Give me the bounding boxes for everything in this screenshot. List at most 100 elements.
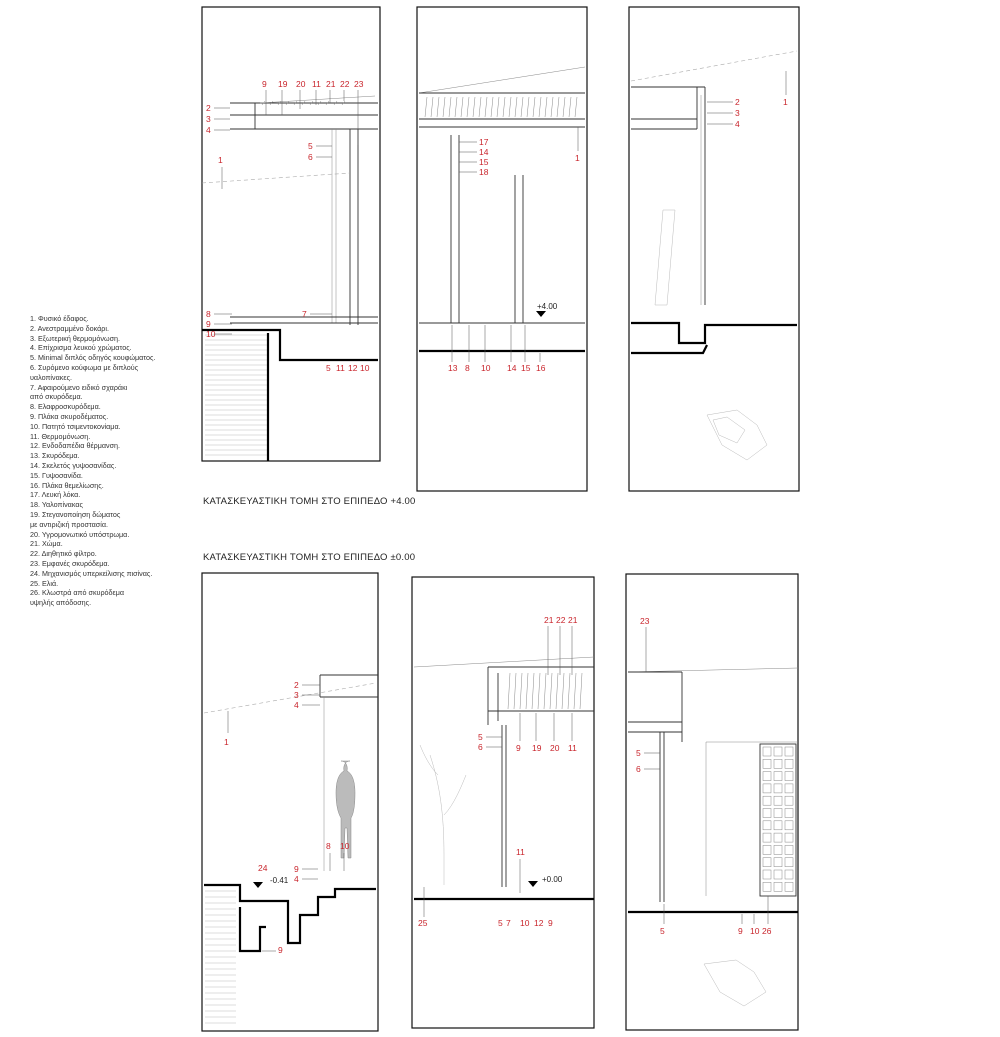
callout-4: 4 (294, 700, 299, 710)
callout-18: 18 (479, 167, 489, 177)
legend-item: 7. Αφαιρούμενο ειδικό σχαράκι από σκυρόδ… (30, 382, 128, 402)
legend-item: 6. Συρόμενο κούφωμα με διπλούς υαλοπίνακ… (30, 362, 139, 382)
lattice-cell (762, 746, 772, 757)
callout-6: 6 (636, 764, 641, 774)
lattice-cell (784, 820, 794, 831)
section-panel-upper-3: 2 3 4 1 (628, 6, 800, 492)
lattice-cell (773, 832, 783, 843)
callout-5: 5 (308, 141, 313, 151)
callout-19: 19 (532, 743, 542, 753)
section-panel-lower-3: 23 5 6 5 9 10 26 (625, 573, 799, 1031)
callout-14: 14 (479, 147, 489, 157)
lattice-cell (784, 746, 794, 757)
level-upper: +4.00 (537, 302, 558, 311)
roof-line (627, 667, 799, 673)
callouts-bottom: 13 8 10 14 15 16 (448, 325, 546, 373)
callout-10b: 10 (360, 363, 370, 373)
foundation-outline (202, 328, 378, 362)
callout-3: 3 (206, 114, 211, 124)
callouts-mid: 5 6 7 (302, 141, 332, 319)
callouts-left: 2 3 4 1 8 9 10 (206, 103, 232, 339)
callout-21: 21 (326, 79, 336, 89)
glazing (659, 732, 665, 902)
callout-12: 12 (348, 363, 358, 373)
wall (349, 129, 359, 325)
callouts-side: 2 3 4 1 24 9 4 8 10 9 (224, 680, 350, 955)
lattice-cell (762, 771, 772, 781)
pool-hatch (205, 890, 236, 1024)
callout-13: 13 (448, 363, 458, 373)
callout-22: 22 (340, 79, 350, 89)
overflow-pit (238, 907, 266, 953)
ground-profile (630, 50, 798, 82)
callout-9: 9 (262, 79, 267, 89)
callout-12: 12 (534, 918, 544, 928)
callout-21b: 21 (568, 615, 578, 625)
lattice-cell (773, 869, 783, 880)
callout-10: 10 (750, 926, 760, 936)
glazing (501, 725, 507, 887)
lattice-cell (762, 759, 772, 769)
callout-11: 11 (312, 79, 321, 89)
callout-1: 1 (575, 153, 580, 163)
level-marker (536, 311, 546, 317)
panel-frame (416, 6, 588, 492)
caption-lower-section: ΚΑΤΑΣΚΕΥΑΣΤΙΚΗ ΤΟΜΗ ΣΤΟ ΕΠΙΠΕΔΟ ±0.00 (203, 552, 416, 563)
roof-soil-line (259, 95, 376, 104)
lattice-cell (784, 795, 794, 806)
callout-7: 7 (506, 918, 511, 928)
legend-item: 24. Μηχανισμός υπερκείλισης πισίνας. (30, 568, 153, 578)
callout-8: 8 (326, 841, 331, 851)
panel-frame (628, 6, 800, 492)
callout-11: 11 (568, 743, 577, 753)
lattice-cell (784, 857, 794, 867)
lattice-cell (784, 882, 794, 892)
legend-item: 9. Πλάκα σκυροδέματος. (30, 411, 109, 421)
panel-frame (411, 576, 595, 1029)
lattice-cell (773, 845, 783, 855)
legend-item: 13. Σκυρόδεμα. (30, 451, 80, 461)
roof-slab (487, 666, 594, 725)
legend-item: 23. Εμφανές σκυρόδεμα. (30, 558, 110, 568)
lattice-cell (784, 808, 794, 818)
interior-wall (705, 741, 798, 896)
callout-6: 6 (478, 742, 483, 752)
callout-9b: 9 (548, 918, 553, 928)
callout-9: 9 (738, 926, 743, 936)
callouts-side: 17 14 15 18 1 (459, 127, 580, 177)
callout-16: 16 (536, 363, 546, 373)
callouts: 23 5 6 5 9 10 26 (636, 616, 772, 936)
callout-17: 17 (479, 137, 489, 147)
soil-hatch (424, 96, 578, 118)
callout-1: 1 (224, 737, 229, 747)
callout-20: 20 (296, 79, 306, 89)
section-panel-upper-2: +4.00 17 14 15 18 1 13 8 10 14 15 16 (416, 6, 588, 492)
human-figure (335, 760, 356, 859)
legend-item: 22. Διηθητικό φίλτρο. (30, 549, 97, 559)
lattice-cell (784, 783, 794, 794)
callout-2: 2 (206, 103, 211, 113)
legend-item: 1. Φυσικό έδαφος. (30, 314, 89, 323)
callout-24: 24 (258, 863, 268, 873)
roof-soil-line (413, 656, 595, 668)
callout-7: 7 (302, 309, 307, 319)
callout-15: 15 (479, 157, 489, 167)
wall-inner (514, 175, 524, 323)
legend-item: 21. Χώμα. (30, 539, 63, 549)
lattice-cell (762, 820, 772, 831)
callout-23: 23 (640, 616, 650, 626)
legend-item: 14. Σκελετός γυψοσανίδας. (30, 460, 117, 470)
callouts-side: 2 3 4 1 (707, 71, 788, 129)
lattice-cell (773, 882, 783, 892)
lattice-cell (773, 783, 783, 794)
site-contour (703, 959, 767, 1007)
legend-item: 20. Υγρομονωτικό υπόστρωμα. (30, 529, 130, 539)
roof-soil-line (418, 66, 586, 94)
callout-5b: 5 (660, 926, 665, 936)
caption-upper-section: ΚΑΤΑΣΚΕΥΑΣΤΙΚΗ ΤΟΜΗ ΣΤΟ ΕΠΙΠΕΔΟ +4.00 (203, 496, 416, 507)
callout-10: 10 (520, 918, 530, 928)
callout-19: 19 (278, 79, 288, 89)
lattice-cell (773, 808, 783, 818)
callouts-bottom: 5 11 12 10 (326, 363, 370, 373)
lattice-cell (784, 759, 794, 769)
